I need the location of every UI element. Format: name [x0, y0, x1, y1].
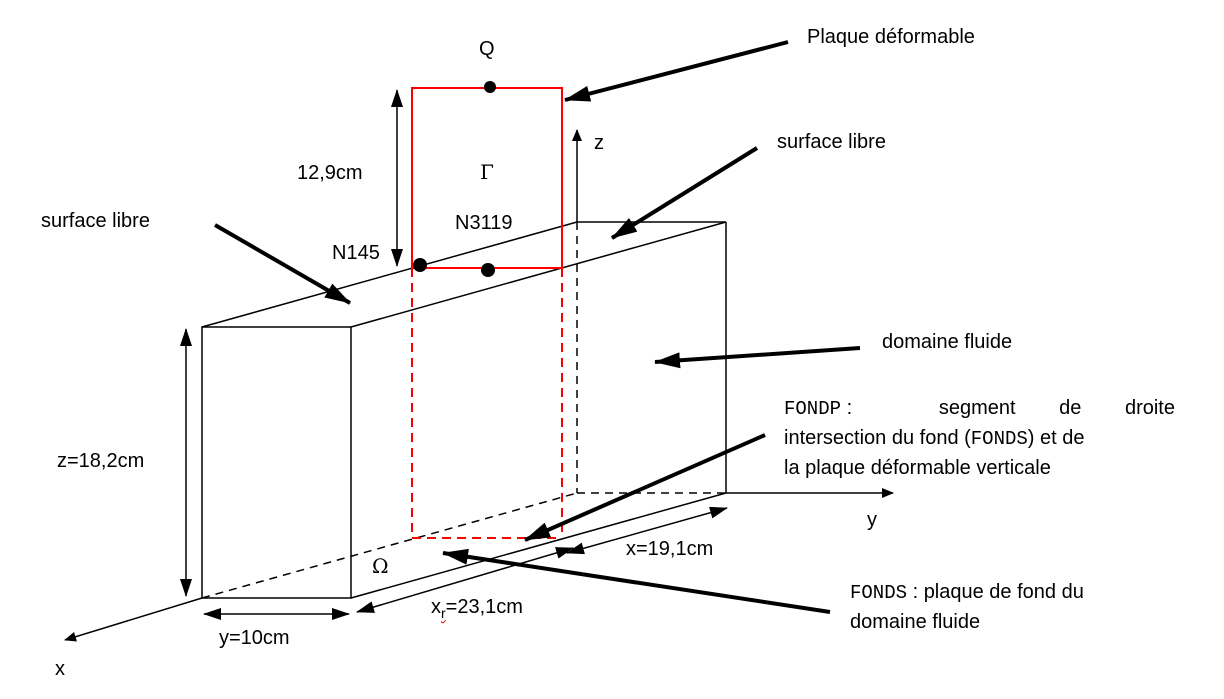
fondp-sep: :	[841, 397, 853, 419]
label-x-dim: x=19,1cm	[626, 538, 714, 560]
xr-base: x	[431, 596, 441, 618]
pointer-fonds	[442, 548, 831, 614]
label-surface-libre-left: surface libre	[41, 210, 150, 232]
fondp-line2-code: FONDS	[970, 428, 1028, 450]
dimension-arrows	[180, 89, 728, 620]
fondp-code: FONDP	[784, 398, 842, 420]
label-n3119: N3119	[455, 212, 513, 234]
nodes	[413, 81, 496, 277]
pointer-arrows	[213, 40, 861, 614]
dim-x	[566, 506, 728, 555]
label-z-dim: z=18,2cm	[57, 450, 145, 472]
fonds-line1: plaque de fond du	[923, 581, 1084, 603]
fondp-line2a: intersection du fond (	[784, 427, 971, 449]
pointer-surface-right	[610, 146, 759, 240]
xr-sub: r	[441, 605, 446, 621]
pointer-domaine	[654, 346, 861, 369]
label-x-axis: x	[55, 658, 65, 680]
front-face	[201, 326, 352, 599]
label-y-dim: y=10cm	[219, 627, 290, 649]
pointer-plaque	[564, 40, 789, 102]
label-omega: Ω	[372, 554, 389, 578]
fondp-line2b: ) et de	[1027, 427, 1085, 449]
label-xr: xr=23,1cm	[431, 596, 523, 621]
label-plate-height: 12,9cm	[297, 162, 363, 184]
node-n3119	[481, 263, 495, 277]
fondp-line1: segment de droite	[938, 397, 1175, 419]
label-y-axis: y	[867, 509, 877, 531]
label-domaine-fluide: domaine fluide	[882, 331, 1013, 353]
label-surface-libre-right: surface libre	[777, 131, 886, 153]
node-q	[484, 81, 496, 93]
hidden-edges	[201, 222, 726, 599]
axes	[64, 129, 894, 642]
fondp-line3: la plaque déformable verticale	[784, 457, 1051, 479]
xr-value: =23,1cm	[445, 596, 523, 618]
label-n145: N145	[332, 242, 380, 264]
fonds-line2: domaine fluide	[850, 611, 981, 633]
dim-xr	[356, 547, 574, 613]
pointer-fondp	[524, 433, 766, 542]
fondp-description: FONDP : segment de droite intersection d…	[784, 394, 1175, 483]
node-n145	[413, 258, 427, 272]
label-q: Q	[479, 38, 495, 60]
label-z-axis: z	[594, 132, 604, 154]
fonds-sep: :	[907, 581, 924, 603]
label-plaque: Plaque déformable	[807, 26, 975, 48]
fonds-description: FONDS : plaque de fond du domaine fluide	[850, 578, 1170, 637]
pointer-surface-left	[213, 223, 352, 305]
x-axis-arrow	[64, 597, 203, 642]
fonds-code: FONDS	[850, 582, 908, 604]
label-gamma: Γ	[480, 160, 494, 184]
deformable-plate	[411, 87, 563, 539]
